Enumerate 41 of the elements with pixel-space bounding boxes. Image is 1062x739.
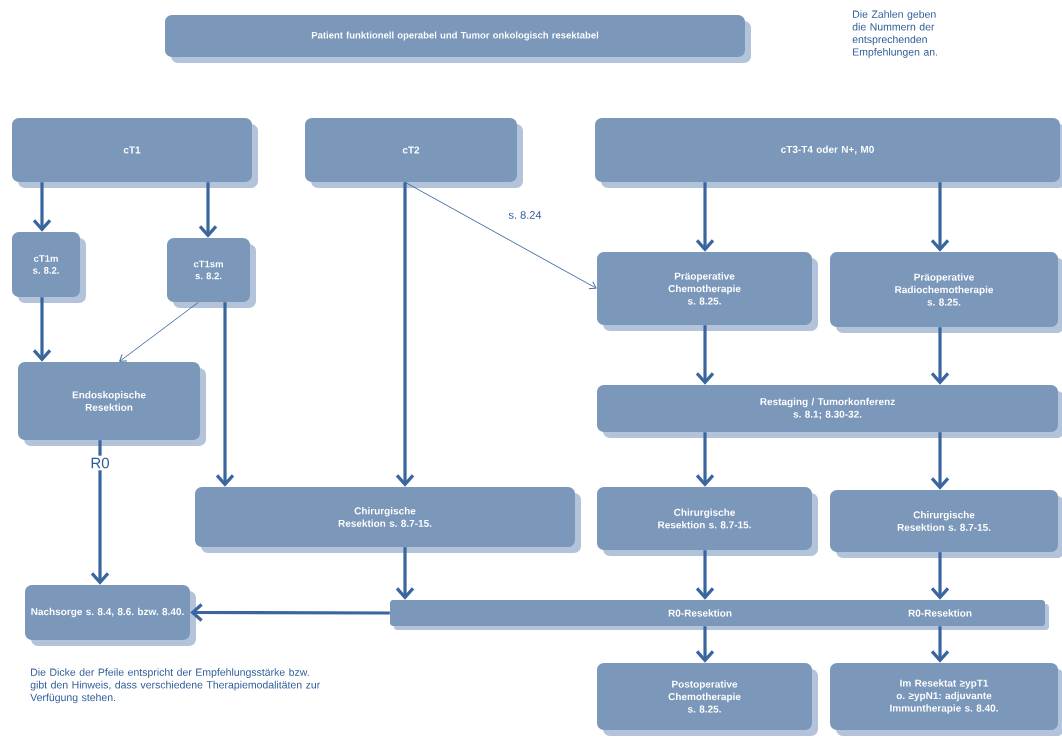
arrow (90, 440, 110, 585)
process-box: Präoperative Chemotherapie s. 8.25. (597, 252, 818, 331)
process-box: Chirurgische Resektion s. 8.7-15. (830, 490, 1062, 558)
process-box: Patient funktionell operabel und Tumor onkologisch resektabel (165, 15, 751, 63)
arrow (695, 550, 715, 600)
result-bar: R0-Resektion R0-Resektion (390, 600, 1049, 630)
arrow (215, 302, 235, 487)
arrow (930, 626, 950, 663)
arrow (404, 181, 597, 290)
arrow (198, 182, 218, 238)
arrow (695, 626, 715, 663)
arrow (930, 327, 950, 385)
arrow (695, 182, 715, 252)
process-box: cT1sm s. 8.2. (167, 238, 256, 308)
process-box: Präoperative Radiochemotherapie s. 8.25. (830, 252, 1062, 333)
process-box: Restaging / Tumorkonferenz s. 8.1; 8.30-32. (597, 385, 1062, 438)
arrow (930, 552, 950, 600)
arrow (930, 182, 950, 252)
process-box: cT1 (12, 118, 258, 188)
arrow (190, 603, 390, 622)
process-box: Chirurgische Resektion s. 8.7-15. (597, 487, 818, 556)
process-box: Postoperative Chemotherapie s. 8.25. (597, 663, 818, 736)
edge-label: s. 8.24 (506, 209, 544, 221)
process-box: cT3-T4 oder N+, M0 (595, 118, 1062, 188)
arrow (395, 182, 415, 487)
note-text: Die Dicke der Pfeile entspricht der Empfehlungsstärke bzw. gibt den Hinweis, dass verschiedene Therapiemodalitäten zur Verfügung stehen. (30, 668, 321, 704)
arrow (695, 325, 715, 385)
arrow (32, 182, 52, 232)
process-box: Chirurgische Resektion s. 8.7-15. (195, 487, 581, 553)
process-box: Im Resektat ≥ypT1 o. ≥ypN1: adjuvante Immuntherapie s. 8.40. (830, 663, 1062, 736)
arrow (930, 432, 950, 490)
process-box: cT2 (305, 118, 523, 188)
process-box: cT1m s. 8.2. (12, 232, 86, 303)
edge-label: R0 (88, 455, 112, 471)
arrow (119, 301, 199, 362)
process-box: Endoskopische Resektion (18, 362, 206, 446)
note-text: Die Zahlen geben die Nummern der entsprechenden Empfehlungen an. (852, 10, 938, 58)
arrow (695, 432, 715, 487)
arrow (32, 297, 52, 362)
arrow (395, 547, 415, 600)
process-box: Nachsorge s. 8.4, 8.6. bzw. 8.40. (25, 585, 196, 646)
